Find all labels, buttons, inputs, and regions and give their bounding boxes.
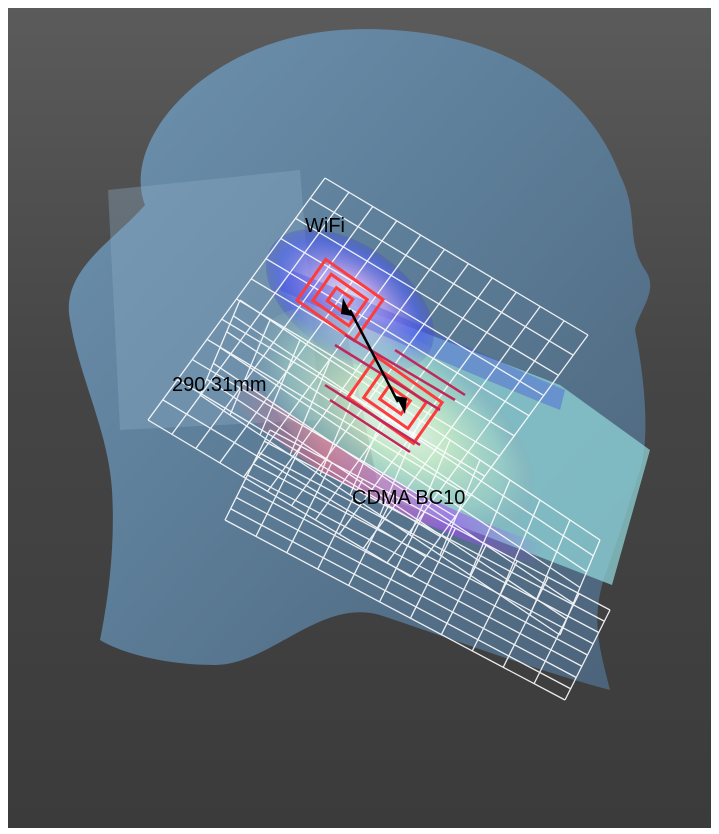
grid-line <box>206 378 568 620</box>
grid-line <box>324 177 589 336</box>
cdma-label: CDMA BC10 <box>352 487 466 509</box>
grid-line <box>280 237 545 397</box>
grid-line <box>230 508 571 690</box>
grid-line <box>162 399 427 558</box>
heat-band-blue <box>280 270 565 410</box>
grid-line <box>212 362 574 604</box>
grid-line <box>177 379 441 538</box>
grid-line <box>295 217 559 376</box>
distance-label: 290.31mm <box>172 374 267 396</box>
grid-line <box>235 496 577 679</box>
wifi-antenna <box>294 257 386 343</box>
grid-line <box>226 331 588 573</box>
grid-line <box>269 429 611 611</box>
grid-line <box>252 463 594 645</box>
grid-line <box>147 419 412 578</box>
grid-line <box>236 298 500 457</box>
grid-line <box>265 258 530 417</box>
grid-line <box>239 299 601 541</box>
measurement-grid <box>147 177 611 701</box>
grid-line <box>241 485 583 667</box>
distance-arrow <box>341 298 407 414</box>
grid-line <box>309 197 574 356</box>
grid-line <box>247 474 588 656</box>
grid-line <box>191 358 456 518</box>
wifi-label: WiFi <box>305 215 345 237</box>
grid-line <box>219 346 581 589</box>
heat-band-pink <box>230 380 545 565</box>
grid-line <box>232 315 594 557</box>
grid-line <box>258 451 600 634</box>
grid-line <box>264 440 605 622</box>
grid-line <box>224 519 566 701</box>
cdma-feed-lines <box>324 333 466 454</box>
